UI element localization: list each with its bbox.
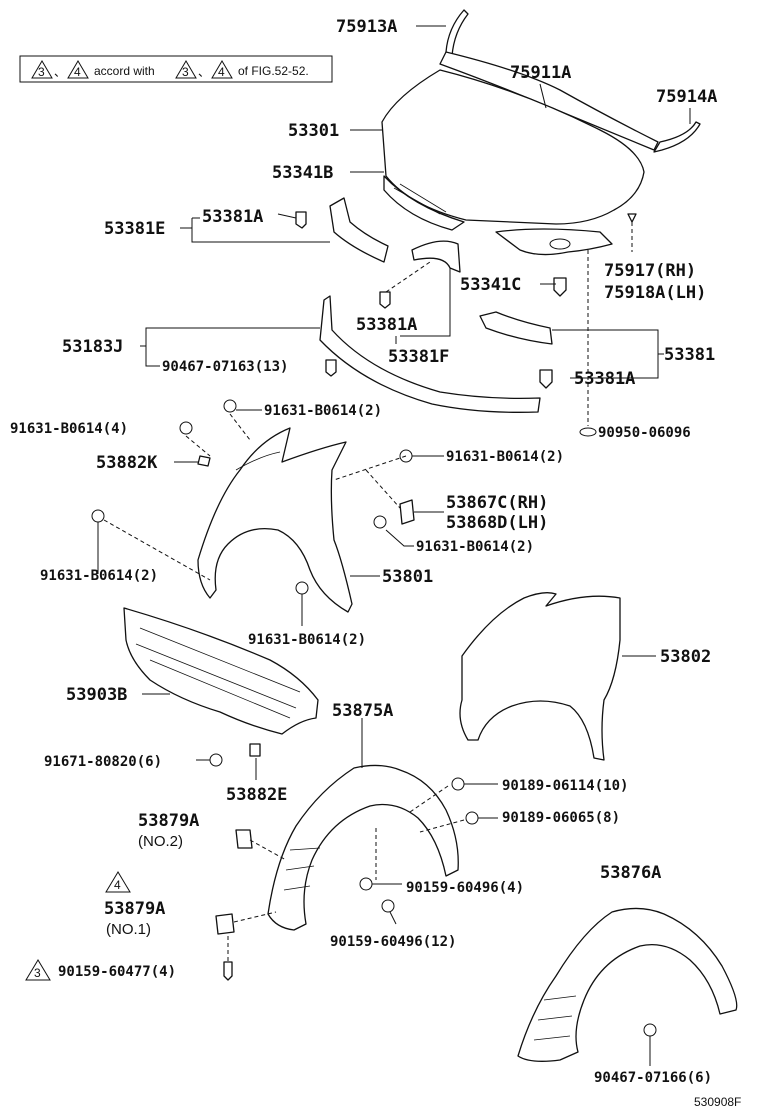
mark-triangle-3 (25, 959, 51, 981)
label-90159-60496-12: 90159-60496(12) (330, 934, 456, 950)
note-mark-a: 3 (38, 65, 45, 79)
part-53882E-shape (249, 743, 261, 757)
part-53801-shape (197, 427, 353, 613)
label-90189-06065: 90189-06065(8) (502, 810, 620, 826)
label-53879A-no1: 53879A (104, 899, 165, 919)
label-53867C: 53867C(RH) (446, 493, 548, 513)
note-mark-d: 4 (218, 65, 225, 79)
part-75914A-shape (653, 121, 701, 153)
label-53381F: 53381F (388, 347, 449, 367)
mark-triangle-4 (105, 871, 131, 893)
label-53876A: 53876A (600, 863, 661, 883)
label-91631-B0614-c: 91631-B0614(2) (446, 449, 564, 465)
label-53903B: 53903B (66, 685, 127, 705)
label-53875A: 53875A (332, 701, 393, 721)
leader-lines (97, 25, 691, 1066)
label-91631-B0614-d: 91631-B0614(2) (416, 539, 534, 555)
part-53301-shape (381, 69, 645, 225)
note-mark-c: 3 (182, 65, 189, 79)
fender-53801-group (91, 399, 415, 613)
part-53903B-shape (123, 607, 319, 735)
part-53183J-shape (319, 295, 541, 413)
bracket-53903B-group (123, 607, 319, 767)
mark-4-text: 4 (114, 878, 121, 892)
part-53879A-no2-shape (235, 829, 253, 849)
part-53875A-shape (267, 764, 459, 931)
part-53381F-shape (411, 240, 461, 273)
label-90467-07163: 90467-07163(13) (162, 359, 288, 375)
label-91631-B0614-b: 91631-B0614(4) (10, 421, 128, 437)
note-mark-b: 4 (74, 65, 81, 79)
label-53879A-no2: 53879A (138, 811, 199, 831)
label-91631-B0614-f: 91631-B0614(2) (248, 632, 366, 648)
label-90159-60477: 90159-60477(4) (58, 964, 176, 980)
label-75917: 75917(RH) (604, 261, 696, 281)
label-75911A: 75911A (510, 63, 571, 83)
label-53341B: 53341B (272, 163, 333, 183)
label-53882K: 53882K (96, 453, 158, 473)
part-75913A-shape (445, 9, 469, 57)
label-90189-06114: 90189-06114(10) (502, 778, 628, 794)
label-53381: 53381 (664, 345, 715, 365)
part-53381E-shape (329, 197, 389, 263)
label-90159-60496-4: 90159-60496(4) (406, 880, 524, 896)
label-75918A: 75918A(LH) (604, 283, 706, 303)
seal-group (295, 197, 637, 437)
label-90950-06096: 90950-06096 (598, 425, 691, 441)
label-53341C: 53341C (460, 275, 521, 295)
label-53301: 53301 (288, 121, 339, 141)
liner-53875A-group (215, 764, 479, 981)
label-53381E: 53381E (104, 219, 165, 239)
mark-3-text: 3 (34, 966, 41, 980)
label-53381A-right: 53381A (574, 369, 635, 389)
label-53381A-top: 53381A (202, 207, 263, 227)
label-75913A: 75913A (336, 17, 397, 37)
hood-group (381, 9, 701, 256)
label-53879A-no2-sub: (NO.2) (138, 833, 183, 850)
label-91631-B0614-a: 91631-B0614(2) (264, 403, 382, 419)
label-53882E: 53882E (226, 785, 287, 805)
part-53876A-shape (517, 907, 738, 1062)
part-53867C-shape (399, 499, 415, 525)
figure-code: 530908F (694, 1095, 741, 1109)
part-53879A-no1-shape (215, 913, 235, 935)
fender-53802-group (459, 592, 621, 761)
label-53802: 53802 (660, 647, 711, 667)
part-53802-shape (459, 592, 621, 761)
label-90467-07166: 90467-07166(6) (594, 1070, 712, 1086)
label-53868D: 53868D(LH) (446, 513, 548, 533)
liner-53876A-group (517, 907, 738, 1062)
label-53801: 53801 (382, 567, 433, 587)
label-91671-80820: 91671-80820(6) (44, 754, 162, 770)
note-box: 3 、 4 accord with 3 、 4 of FIG.52-52. (19, 55, 333, 83)
note-text-1: accord with (94, 64, 155, 78)
label-53183J: 53183J (62, 337, 123, 357)
label-53879A-no1-sub: (NO.1) (106, 921, 151, 938)
label-75914A: 75914A (656, 87, 717, 107)
note-sep-1: 、 (54, 65, 66, 79)
part-53381-shape (479, 311, 553, 345)
note-sep-2: 、 (198, 65, 210, 79)
label-91631-B0614-e: 91631-B0614(2) (40, 568, 158, 584)
label-53381A-mid: 53381A (356, 315, 417, 335)
note-text-2: of FIG.52-52. (238, 64, 309, 78)
